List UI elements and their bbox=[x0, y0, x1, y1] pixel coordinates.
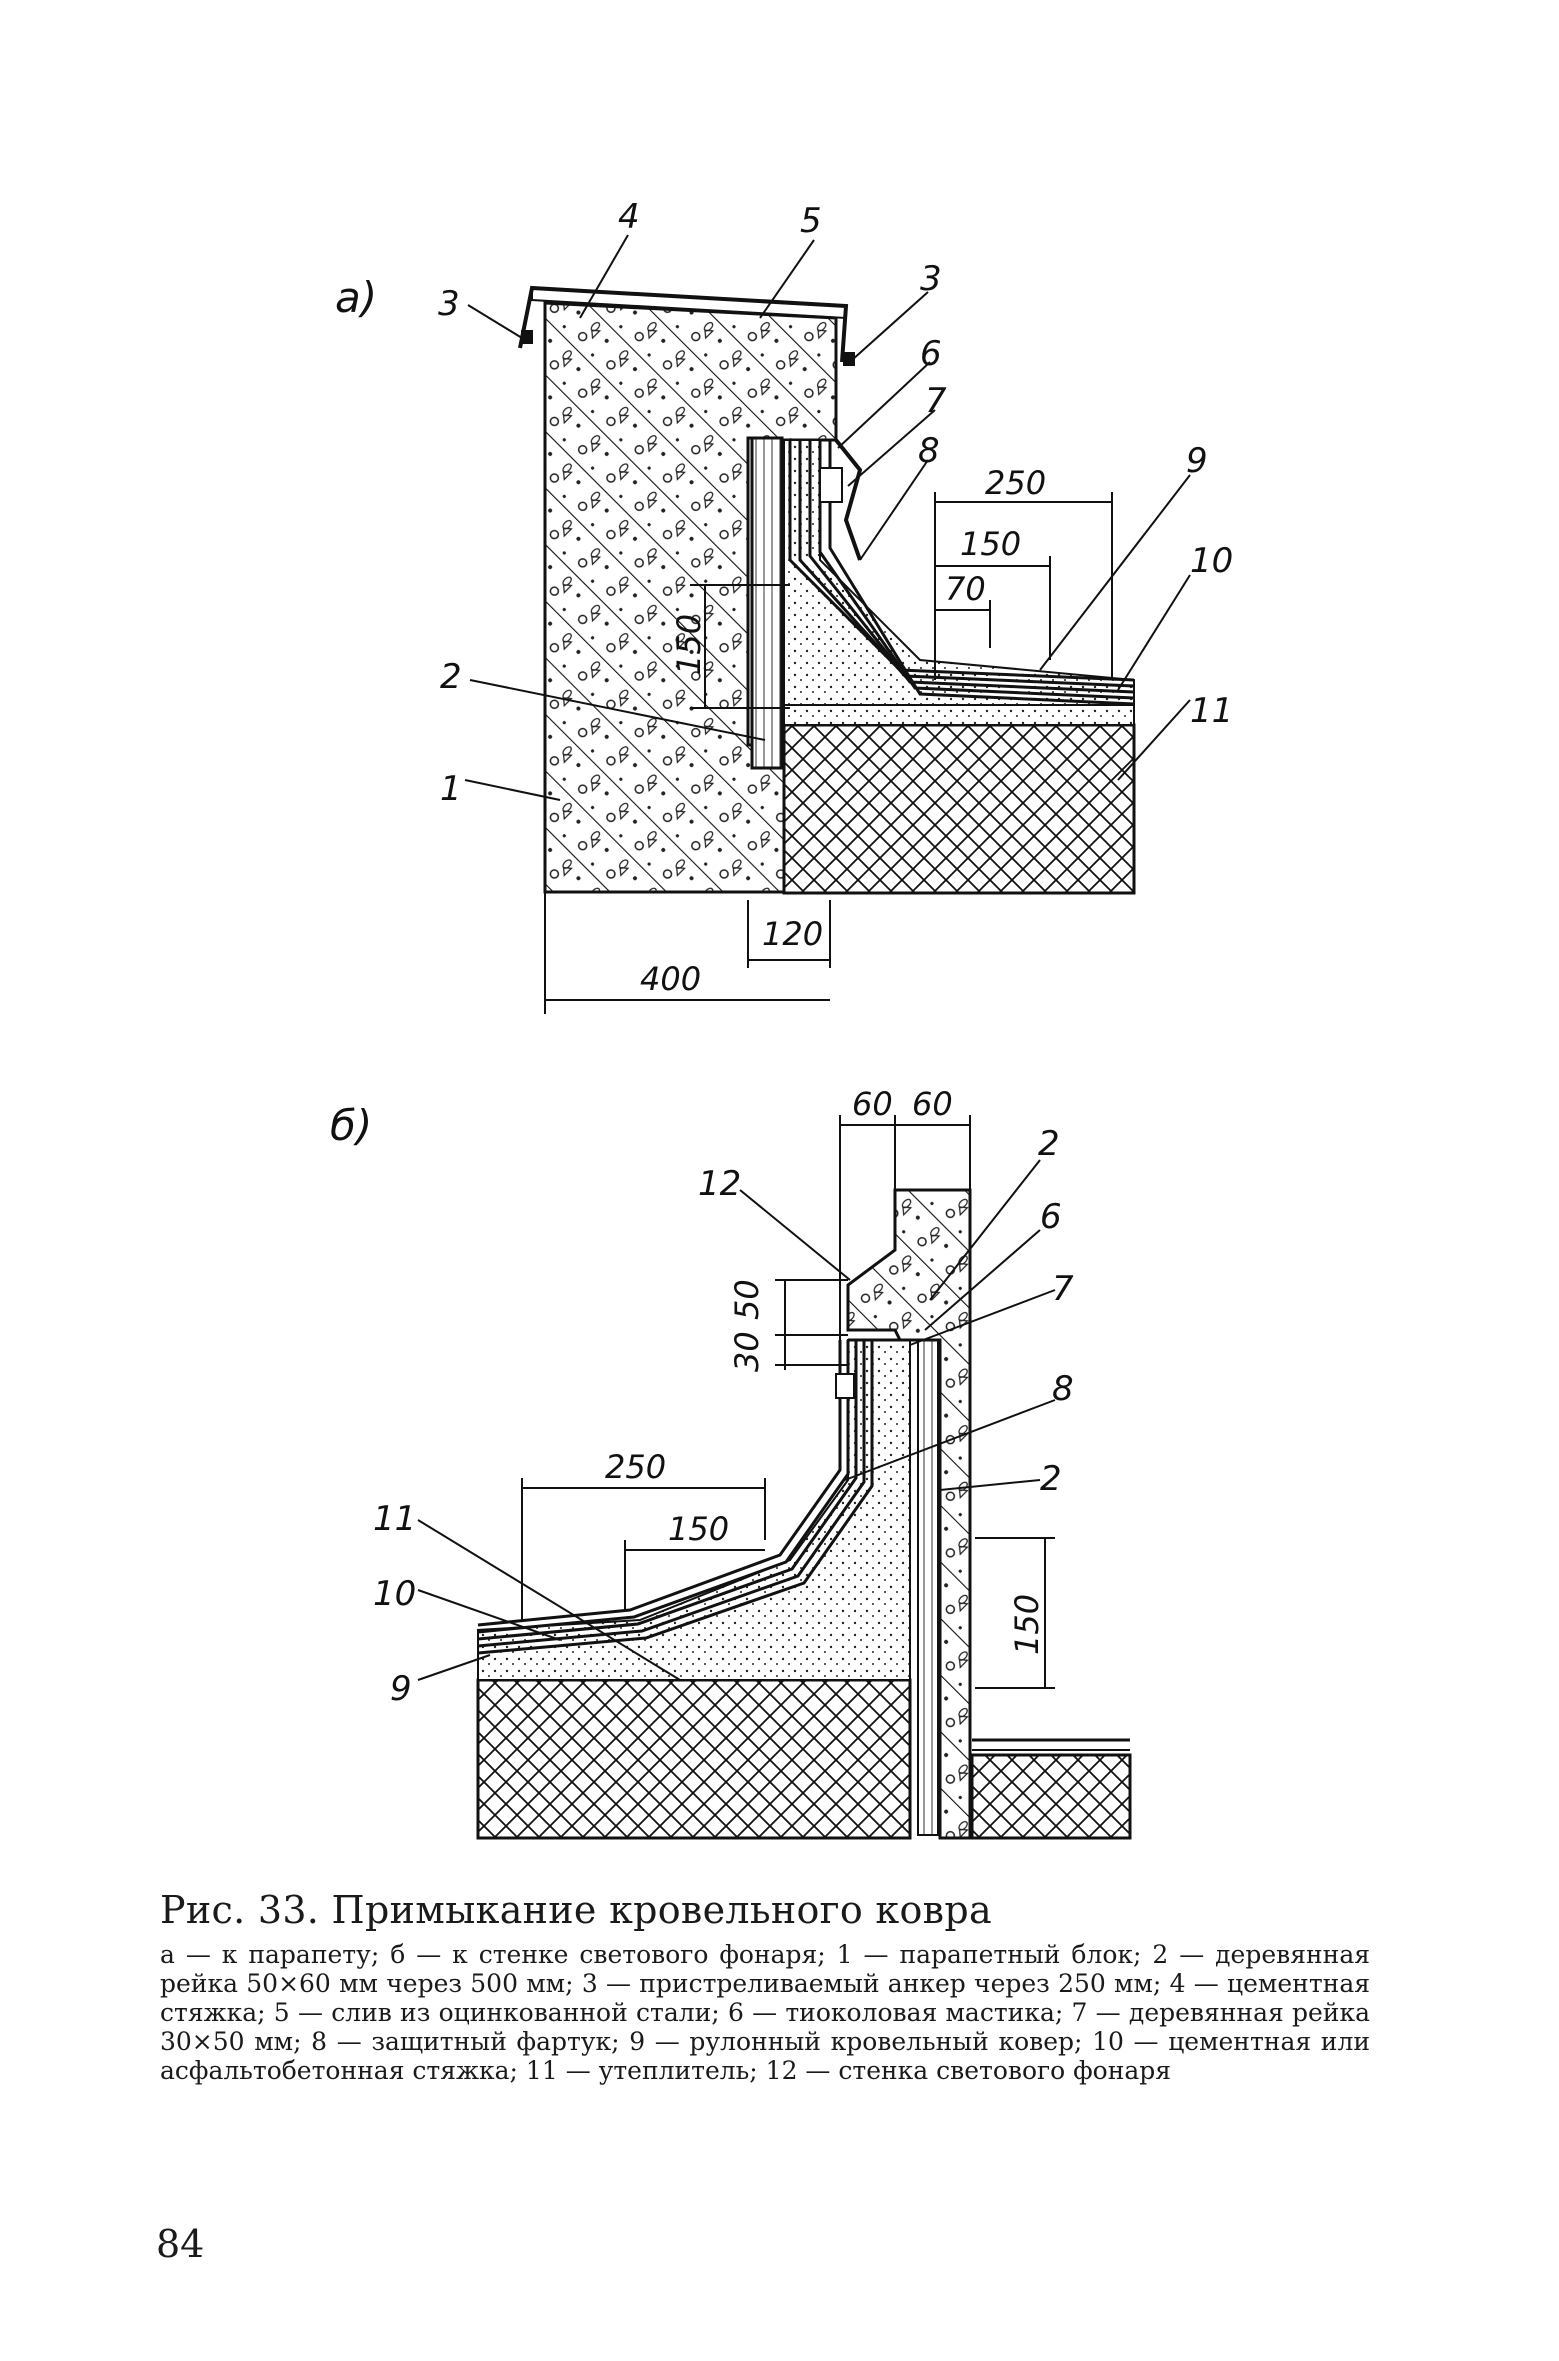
callout-9: 9 bbox=[1186, 441, 1208, 481]
callout-3-right: 3 bbox=[920, 259, 942, 299]
callout-2-bottom: 2 bbox=[1040, 1459, 1062, 1499]
panel-b-label: б) bbox=[330, 1101, 372, 1150]
dim-150-b: 150 bbox=[668, 1510, 729, 1548]
callout-11: 11 bbox=[1190, 691, 1233, 731]
caption-title: Рис. 33. Примыкание кровельного ковра bbox=[160, 1888, 992, 1932]
callout-10-b: 10 bbox=[373, 1574, 416, 1614]
panel-a-label: а) bbox=[335, 273, 377, 322]
dim-50: 50 bbox=[728, 1279, 766, 1320]
callout-11-b: 11 bbox=[373, 1499, 416, 1539]
callout-8: 8 bbox=[918, 431, 940, 471]
dim-150-vertical: 150 bbox=[670, 614, 708, 675]
callout-2: 2 bbox=[440, 657, 462, 697]
dim-250-b: 250 bbox=[605, 1448, 666, 1486]
callout-1: 1 bbox=[440, 769, 462, 809]
wooden-rail-a bbox=[750, 436, 784, 770]
panel-a: а) bbox=[335, 197, 1233, 1014]
callout-5: 5 bbox=[800, 201, 822, 241]
callout-2-top: 2 bbox=[1038, 1124, 1060, 1164]
callout-12: 12 bbox=[698, 1164, 741, 1204]
screed-a bbox=[783, 704, 1135, 726]
insulation-b-right bbox=[970, 1753, 1132, 1840]
callout-4: 4 bbox=[618, 197, 640, 237]
panel-b: б) bbox=[330, 1085, 1132, 1840]
insulation-a bbox=[782, 723, 1136, 895]
callout-7-b: 7 bbox=[1052, 1269, 1074, 1309]
protective-apron-a bbox=[834, 438, 863, 561]
callout-3-left: 3 bbox=[438, 284, 460, 324]
dim-150: 150 bbox=[960, 525, 1021, 563]
page-number: 84 bbox=[156, 2222, 205, 2266]
callout-8-b: 8 bbox=[1052, 1369, 1074, 1409]
dim-70: 70 bbox=[945, 570, 986, 608]
insulation-b-left bbox=[476, 1678, 912, 1840]
dim-250: 250 bbox=[985, 464, 1046, 502]
roofing-carpet-b bbox=[477, 1340, 874, 1655]
dim-120: 120 bbox=[762, 915, 823, 953]
figure-caption: Рис. 33. Примыкание кровельного ковра а … bbox=[160, 1888, 1370, 2085]
flashing-cap-a bbox=[518, 285, 849, 363]
dim-400: 400 bbox=[640, 960, 701, 998]
callout-9-b: 9 bbox=[390, 1669, 412, 1709]
dim-60-right: 60 bbox=[912, 1085, 953, 1123]
callout-10: 10 bbox=[1190, 541, 1233, 581]
dim-150-b-vertical: 150 bbox=[1008, 1594, 1046, 1655]
callout-7: 7 bbox=[925, 381, 947, 421]
caption-body: а — к парапету; б — к стенке светового ф… bbox=[160, 1940, 1370, 2085]
callout-6: 6 bbox=[920, 334, 942, 374]
wooden-rail-b bbox=[917, 1339, 939, 1836]
dim-60-left: 60 bbox=[852, 1085, 893, 1123]
callout-6-b: 6 bbox=[1040, 1197, 1062, 1237]
dim-30: 30 bbox=[728, 1331, 766, 1372]
protective-apron-b bbox=[848, 1338, 942, 1352]
